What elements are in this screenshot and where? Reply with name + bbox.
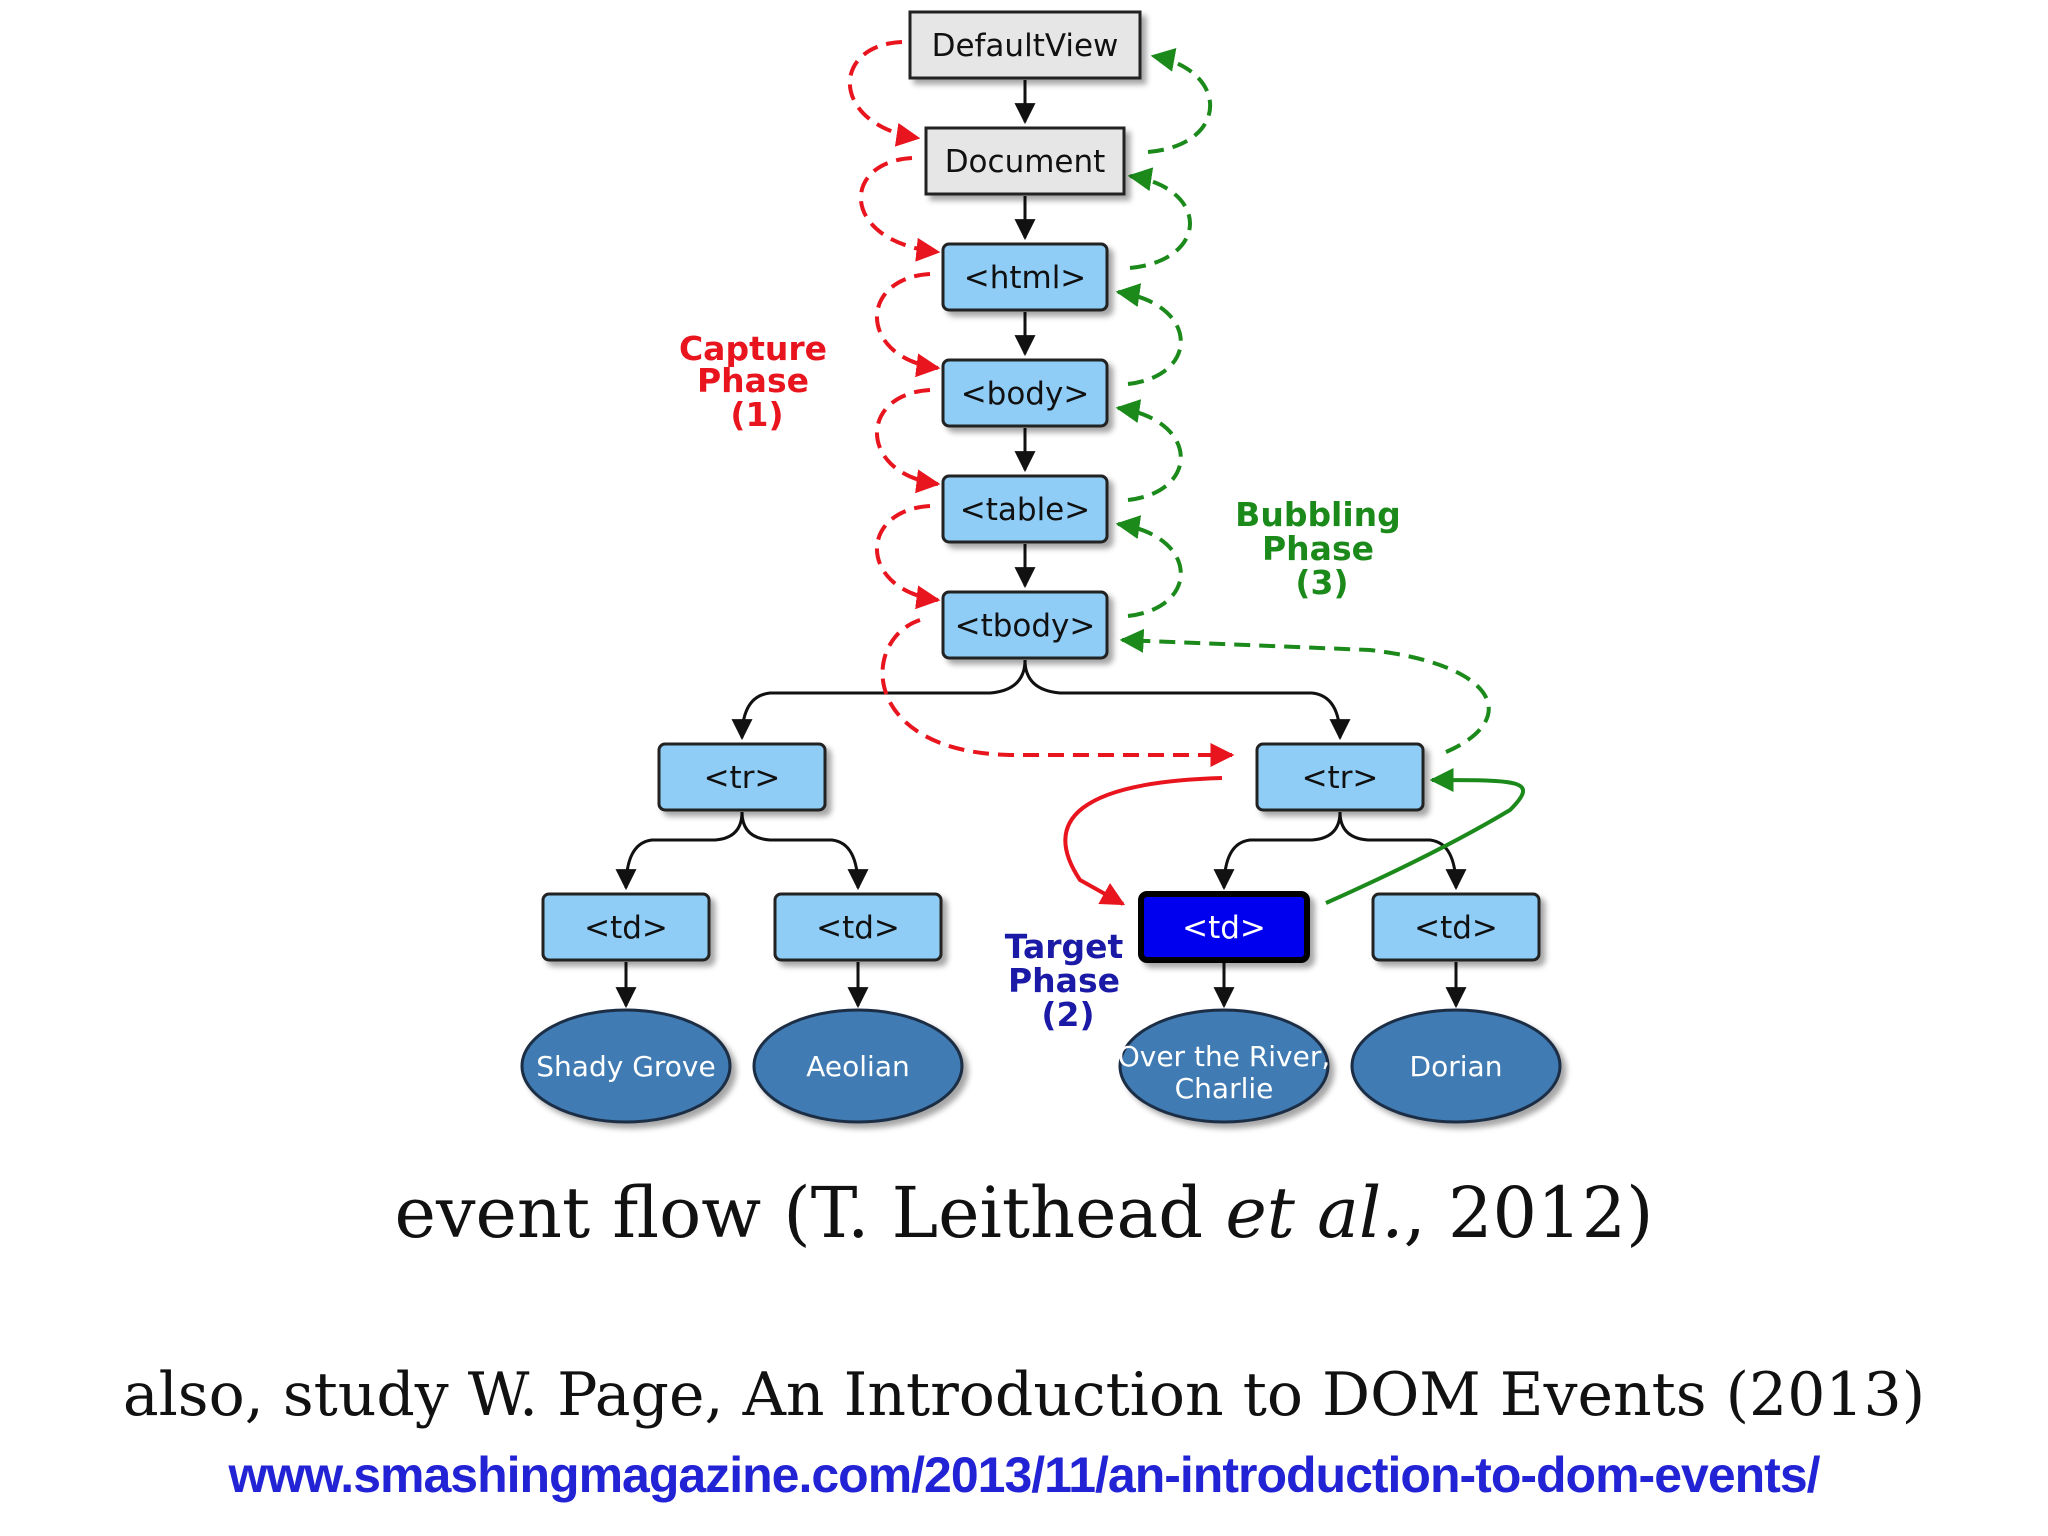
node-tr-left-label: <tr> bbox=[704, 760, 781, 796]
bubble-arrow-1 bbox=[1147, 48, 1213, 154]
node-body-label: <body> bbox=[961, 376, 1090, 412]
capture-phase-label: Capture Phase (1) bbox=[679, 329, 827, 434]
capture-arrow-5 bbox=[875, 504, 941, 610]
capture-arrow-6 bbox=[880, 618, 1235, 767]
leaf-over-the-river: Over the River, Charlie bbox=[1118, 1008, 1331, 1124]
edge-tbody-tr-left bbox=[731, 659, 1027, 741]
node-td-2: <td> bbox=[773, 892, 943, 962]
leaf-dorian-label: Dorian bbox=[1410, 1050, 1503, 1083]
edge-trright-target bbox=[1213, 811, 1342, 891]
node-document-label: Document bbox=[945, 144, 1106, 180]
capture-arrow-4 bbox=[875, 388, 941, 494]
bubbling-phase-line1: Bubbling bbox=[1235, 495, 1401, 534]
target-arrow-green bbox=[1325, 768, 1525, 905]
event-flow-diagram: DefaultView Document <html> <body> <tabl… bbox=[520, 10, 1562, 1124]
bubble-arrow-6 bbox=[1119, 628, 1491, 754]
node-td-1-label: <td> bbox=[584, 910, 668, 946]
bubbling-arrows bbox=[1115, 48, 1491, 754]
node-td-target: <td> bbox=[1138, 891, 1310, 963]
reference-text: also, study W. Page, An Introduction to … bbox=[122, 1360, 1926, 1430]
node-tr-left: <tr> bbox=[657, 742, 827, 812]
capture-arrow-1 bbox=[848, 40, 921, 147]
bubble-arrow-2 bbox=[1127, 167, 1192, 270]
edge-trleft-td2 bbox=[740, 811, 869, 891]
leaf-shady-grove: Shady Grove bbox=[520, 1008, 732, 1124]
bubble-arrow-5 bbox=[1115, 515, 1183, 618]
node-defaultview-label: DefaultView bbox=[932, 28, 1119, 64]
node-table-label: <table> bbox=[960, 492, 1090, 528]
target-phase-label: Target Phase (2) bbox=[1005, 927, 1124, 1034]
node-defaultview: DefaultView bbox=[908, 10, 1142, 80]
leaf-over-the-river-line2: Charlie bbox=[1175, 1072, 1274, 1105]
node-tbody-label: <tbody> bbox=[955, 608, 1096, 644]
capture-arrows bbox=[848, 40, 1235, 767]
node-body: <body> bbox=[941, 358, 1109, 428]
capture-phase-line1: Capture bbox=[679, 329, 827, 368]
figure-caption: event flow (T. Leithead et al., 2012) bbox=[0, 1172, 2048, 1254]
leaf-shady-grove-label: Shady Grove bbox=[536, 1050, 715, 1083]
capture-arrow-2 bbox=[859, 156, 941, 262]
bubble-arrow-3 bbox=[1115, 283, 1183, 386]
edge-trright-td4 bbox=[1338, 811, 1467, 891]
capture-phase-line2: Phase bbox=[697, 361, 809, 400]
node-table: <table> bbox=[941, 474, 1109, 544]
node-tr-right: <tr> bbox=[1255, 742, 1425, 812]
target-phase-line2: Phase bbox=[1008, 961, 1120, 1000]
node-td-target-label: <td> bbox=[1182, 910, 1266, 946]
target-arrow-red bbox=[1063, 776, 1223, 906]
node-html: <html> bbox=[941, 242, 1109, 312]
caption-part1: event flow (T. Leithead bbox=[394, 1172, 1226, 1254]
tree-edges bbox=[615, 80, 1467, 1009]
leaf-aeolian-label: Aeolian bbox=[806, 1050, 909, 1083]
bubbling-phase-label: Bubbling Phase (3) bbox=[1235, 495, 1401, 602]
leaf-over-the-river-line1: Over the River, bbox=[1118, 1040, 1331, 1073]
edge-tbody-tr-right bbox=[1023, 659, 1351, 741]
node-html-label: <html> bbox=[964, 260, 1087, 296]
node-tr-right-label: <tr> bbox=[1302, 760, 1379, 796]
node-td-2-label: <td> bbox=[816, 910, 900, 946]
capture-arrow-3 bbox=[875, 272, 941, 378]
node-td-4-label: <td> bbox=[1414, 910, 1498, 946]
bubbling-phase-line3: (3) bbox=[1295, 563, 1348, 602]
target-phase-line3: (2) bbox=[1041, 995, 1094, 1034]
leaf-dorian: Dorian bbox=[1350, 1008, 1562, 1124]
node-td-4: <td> bbox=[1371, 892, 1541, 962]
node-tbody: <tbody> bbox=[941, 590, 1109, 660]
capture-phase-line3: (1) bbox=[730, 395, 783, 434]
bubbling-phase-line2: Phase bbox=[1262, 529, 1374, 568]
node-td-1: <td> bbox=[541, 892, 711, 962]
edge-trleft-td1 bbox=[615, 811, 744, 891]
node-document: Document bbox=[924, 126, 1126, 196]
leaf-aeolian: Aeolian bbox=[752, 1008, 964, 1124]
caption-italic: et al. bbox=[1225, 1172, 1404, 1254]
caption-part2: , 2012) bbox=[1403, 1172, 1654, 1254]
bubble-arrow-4 bbox=[1115, 399, 1183, 502]
target-phase-line1: Target bbox=[1005, 927, 1124, 966]
reference-link[interactable]: www.smashingmagazine.com/2013/11/an-intr… bbox=[228, 1447, 1820, 1503]
